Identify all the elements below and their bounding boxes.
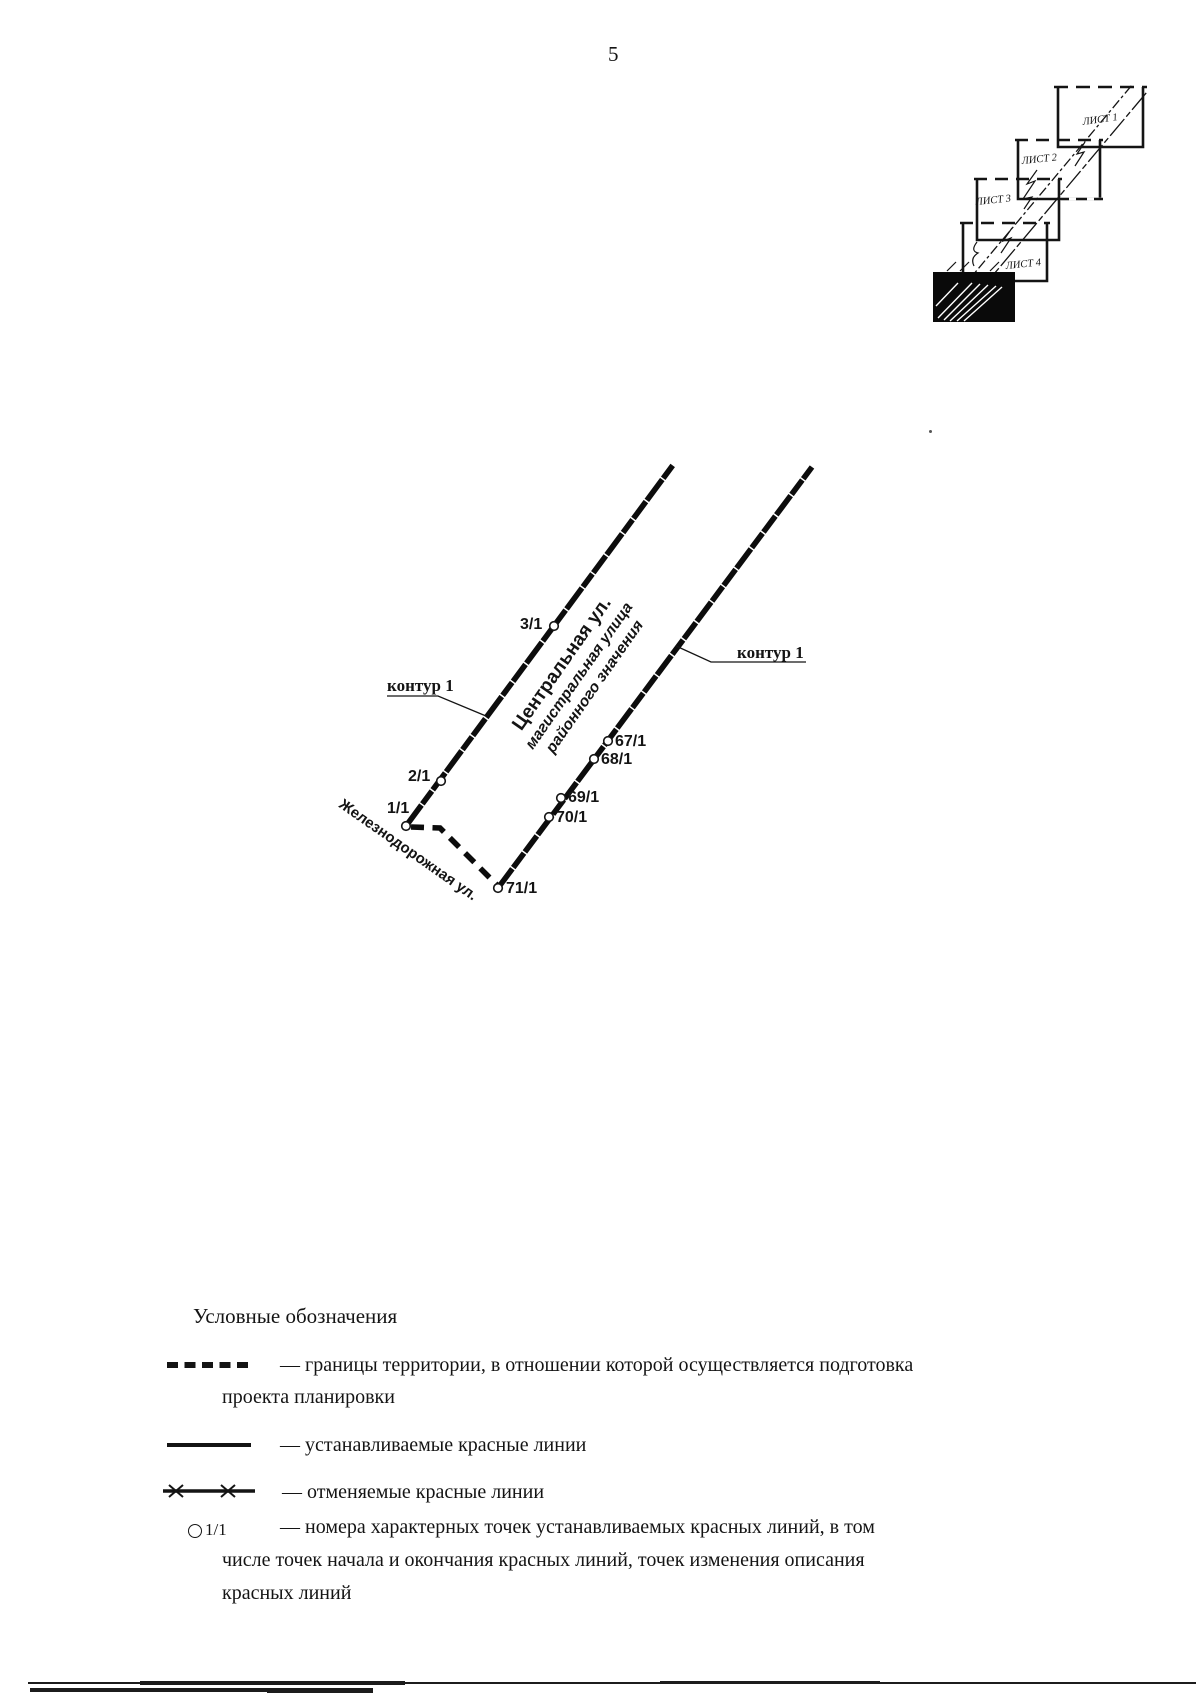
footer-rule-top bbox=[28, 1682, 1196, 1684]
point-circle-71-1 bbox=[492, 882, 504, 894]
legend-item-boundary-line-2: проекта планировки bbox=[222, 1386, 395, 1408]
legend-item-boundary-line-1: — границы территории, в отношении которо… bbox=[280, 1354, 914, 1376]
filled-sheet-rect bbox=[933, 261, 1015, 322]
point-circle-69-1 bbox=[555, 792, 567, 804]
sheet-label-3: ЛИСТ 3 bbox=[974, 193, 1011, 208]
point-circle-1-1 bbox=[400, 820, 412, 832]
point-label-3-1: 3/1 bbox=[520, 616, 543, 633]
red-line-swatch bbox=[167, 1443, 251, 1447]
cancelled-line-swatch bbox=[163, 1484, 255, 1498]
contour-leader-left bbox=[387, 695, 487, 717]
point-circle-2-1 bbox=[435, 775, 447, 787]
sheet-label-2: ЛИСТ 2 bbox=[1020, 152, 1058, 167]
point-label-70-1: 70/1 bbox=[556, 809, 588, 826]
contour-callout-right: контур 1 bbox=[737, 643, 804, 662]
point-label-67-1: 67/1 bbox=[615, 733, 647, 750]
point-label-69-1: 69/1 bbox=[568, 789, 600, 806]
point-circles bbox=[400, 620, 614, 894]
point-circle-3-1 bbox=[548, 620, 560, 632]
contour-callout-left: контур 1 bbox=[387, 676, 454, 695]
legend-title: Условные обозначения bbox=[193, 1304, 398, 1328]
page-number: 5 bbox=[608, 42, 619, 66]
legend-item-points-line-2: числе точек начала и окончания красных л… bbox=[222, 1549, 865, 1571]
legend-item-cancelled: — отменяемые красные линии bbox=[282, 1481, 545, 1503]
red-lines-plan: 3/1 2/1 1/1 67/1 68/1 69/1 70/1 71/1 кон… bbox=[336, 440, 830, 905]
point-number-circle-icon bbox=[188, 1524, 202, 1538]
sheet-label-1: ЛИСТ 1 bbox=[1081, 112, 1119, 128]
legend-item-established: — устанавливаемые красные линии bbox=[280, 1434, 587, 1456]
footer-rule-bottom-thick bbox=[267, 1688, 373, 1693]
red-line-left bbox=[403, 463, 676, 828]
plan-drawing bbox=[387, 463, 815, 894]
legend-item-points-line-3: красных линий bbox=[222, 1582, 352, 1604]
point-circle-67-1 bbox=[602, 735, 614, 747]
contour-leader-right bbox=[675, 645, 806, 663]
footer-rule-top-thick-1 bbox=[140, 1681, 405, 1685]
point-label-68-1: 68/1 bbox=[601, 751, 633, 768]
boundary-line-swatch bbox=[167, 1362, 252, 1368]
sheet-layout-inset: ЛИСТ 1 ЛИСТ 2 ЛИСТ 3 ЛИСТ 4 bbox=[933, 84, 1148, 322]
legend-item-points-line-1: — номера характерных точек устанавливаем… bbox=[280, 1516, 875, 1538]
footer-rule-bottom bbox=[30, 1688, 372, 1692]
point-number-symbol-label: 1/1 bbox=[205, 1520, 227, 1539]
point-label-2-1: 2/1 bbox=[408, 768, 431, 785]
point-label-71-1: 71/1 bbox=[506, 880, 538, 897]
scan-dot bbox=[929, 430, 932, 433]
sheet-label-4: ЛИСТ 4 bbox=[1004, 257, 1042, 272]
point-label-1-1: 1/1 bbox=[387, 800, 410, 817]
footer-rule-top-thick-2 bbox=[660, 1681, 880, 1684]
point-circle-70-1 bbox=[543, 811, 555, 823]
territory-boundary-line bbox=[410, 824, 500, 888]
point-circle-68-1 bbox=[588, 753, 600, 765]
